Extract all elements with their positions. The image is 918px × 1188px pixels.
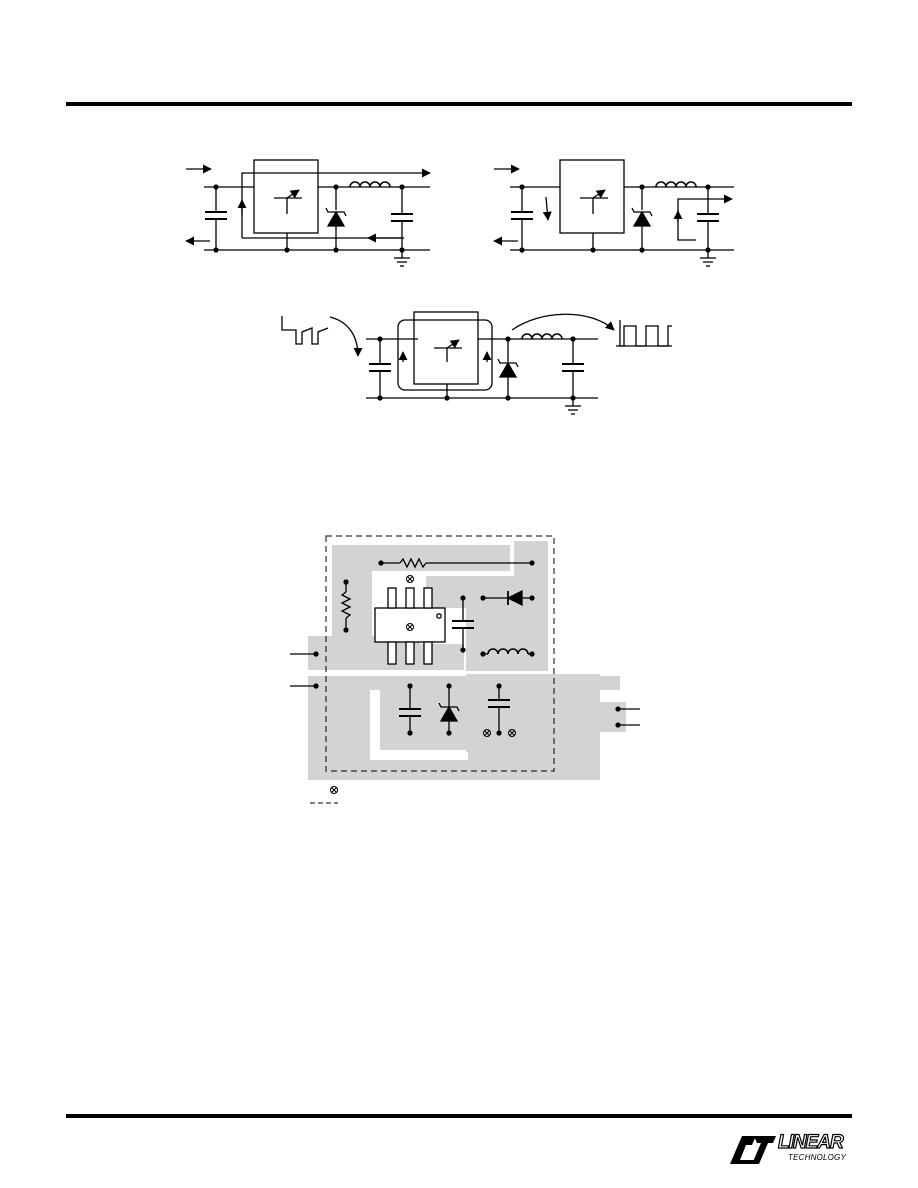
current-path-diagram-left xyxy=(185,159,431,267)
transistor-icon xyxy=(434,339,462,362)
schottky-diode-icon xyxy=(631,187,653,250)
via-icon xyxy=(406,623,414,631)
high-frequency-loop-diagram xyxy=(281,311,672,415)
via-icon xyxy=(483,729,491,737)
inductor-icon xyxy=(521,333,563,340)
transistor-icon xyxy=(274,189,302,214)
sot23-6-package-icon xyxy=(374,587,446,665)
schottky-diode-icon xyxy=(325,187,347,250)
via-icon xyxy=(406,575,414,583)
logo-brand-sub: TECHNOLOGY xyxy=(788,1153,847,1162)
inductor-icon xyxy=(349,181,391,188)
capacitor-icon xyxy=(369,339,391,398)
ringing-waveform-icon xyxy=(281,316,329,345)
capacitor-icon xyxy=(391,187,413,258)
current-path-diagram-right xyxy=(493,159,734,267)
via-icon xyxy=(330,786,338,794)
transistor-icon xyxy=(580,189,608,214)
capacitor-icon xyxy=(511,187,533,250)
diode-icon xyxy=(483,589,532,607)
footer-rule xyxy=(66,1114,852,1118)
capacitor-icon xyxy=(399,686,421,733)
pcb-layout-diagram xyxy=(290,535,640,804)
inductor-icon xyxy=(655,181,697,188)
copper-pours xyxy=(308,541,626,780)
square-wave-icon xyxy=(619,320,672,347)
via-icon xyxy=(508,729,516,737)
capacitor-icon xyxy=(205,187,227,250)
ground-icon xyxy=(394,257,410,267)
ground-icon xyxy=(700,257,716,267)
linear-technology-logo-icon xyxy=(730,1136,776,1164)
schottky-diode-icon xyxy=(497,339,519,398)
capacitor-icon xyxy=(697,187,719,258)
resistor-icon xyxy=(381,557,532,569)
logo-brand-word: LINEAR xyxy=(777,1132,844,1153)
ground-icon xyxy=(565,405,581,415)
header-rule xyxy=(66,102,852,106)
schottky-diode-icon xyxy=(438,686,460,733)
capacitor-icon xyxy=(452,598,474,650)
